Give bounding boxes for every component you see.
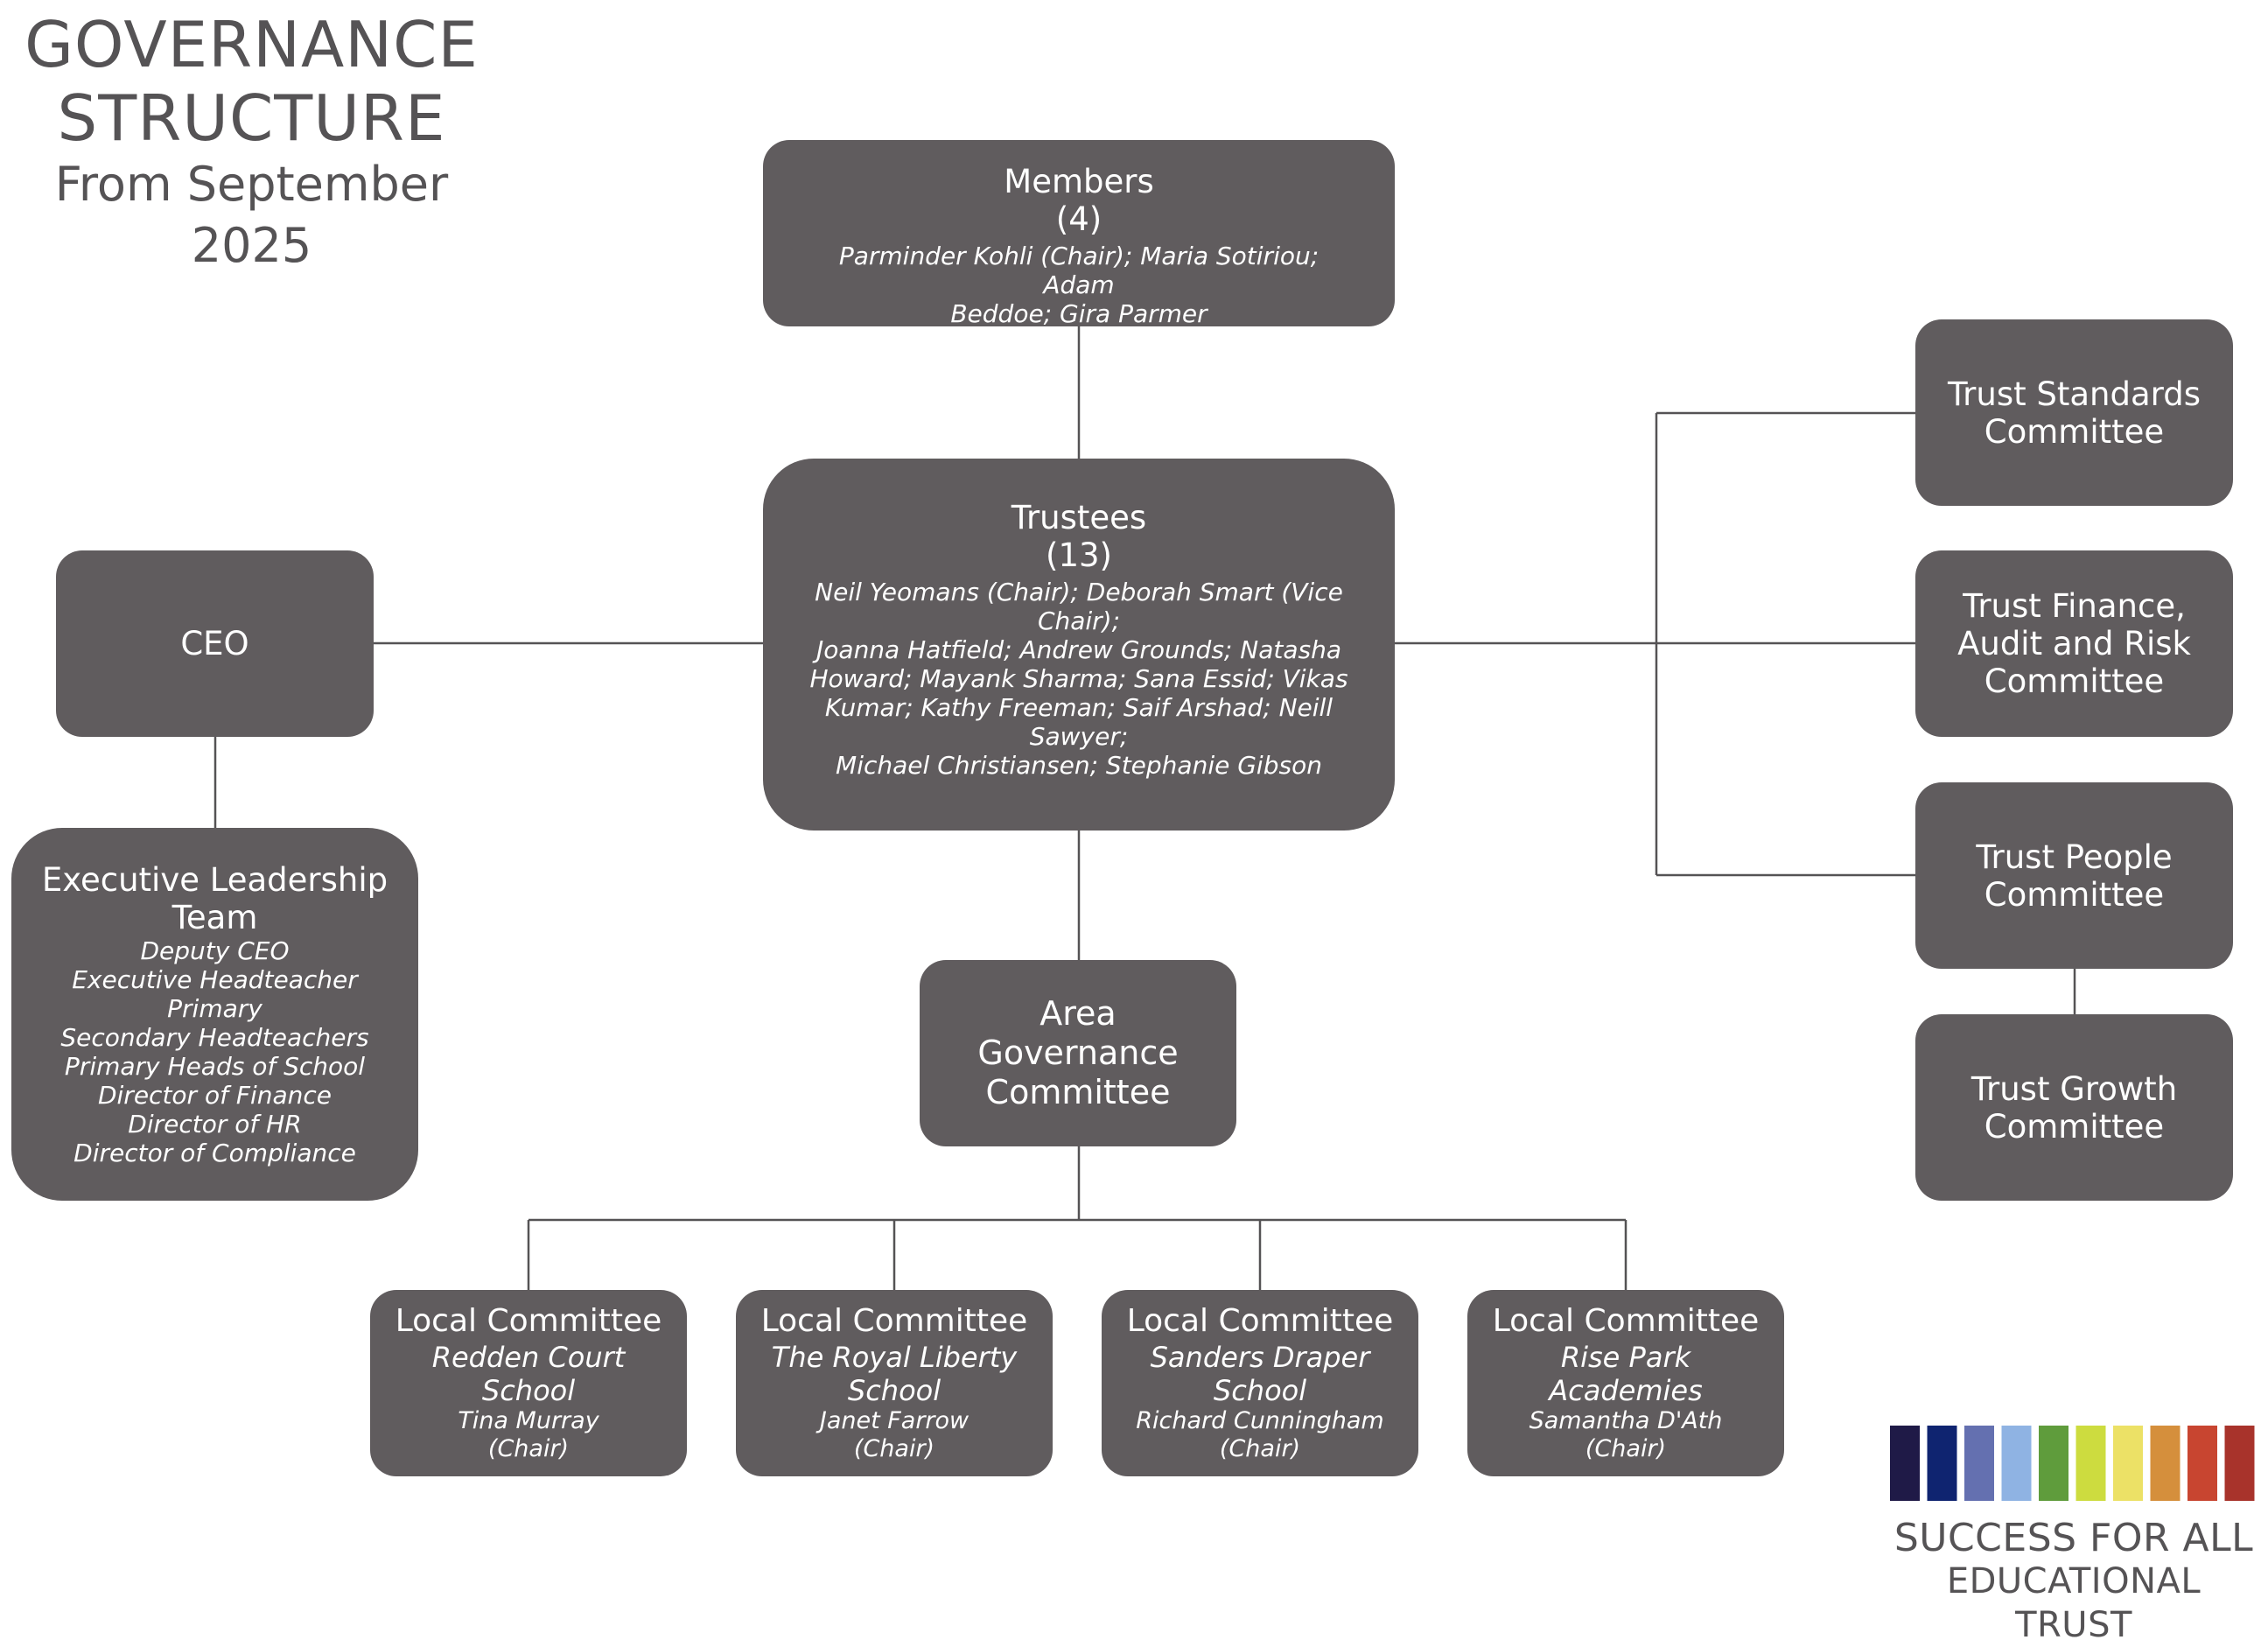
committee-line: Trust Standards [1948,375,2201,413]
logo-color-bar [1927,1426,1957,1501]
elt-role: Director of Compliance [74,1139,356,1167]
trustees-names-line: Joanna Hatfield; Andrew Grounds; Natasha [816,635,1341,664]
elt-title-line1: Executive Leadership [41,861,388,899]
trust-standards-committee-box: Trust Standards Committee [1915,319,2233,506]
trust-people-committee-box: Trust People Committee [1915,782,2233,969]
logo-color-bar [1890,1426,1920,1501]
local-committee-box: Local Committee Rise Park Academies Sama… [1467,1290,1784,1476]
agc-line1: Area [1040,994,1116,1033]
local-committee-box: Local Committee The Royal Liberty School… [736,1290,1053,1476]
agc-line3: Committee [985,1073,1171,1111]
committee-line: Committee [1984,1107,2165,1146]
elt-role: Director of HR [128,1110,302,1139]
trust-finance-audit-risk-committee-box: Trust Finance, Audit and Risk Committee [1915,550,2233,737]
logo-color-bar [2188,1426,2217,1501]
area-governance-committee-box: Area Governance Committee [920,960,1236,1146]
elt-title-line2: Team [172,899,258,936]
elt-role: Deputy CEO [140,936,290,965]
logo-color-bar [1964,1426,1994,1501]
ceo-box: CEO [56,550,374,737]
elt-role: Executive Headteacher [72,965,358,994]
committee-line: Committee [1984,412,2165,451]
trustees-names-line: Kumar; Kathy Freeman; Saif Arshad; Neill… [824,693,1334,751]
local-committee-school: School [1213,1374,1307,1407]
agc-line2: Governance [977,1034,1179,1072]
logo-text-line1: SUCCESS FOR ALL [1894,1516,2254,1560]
local-committee-title: Local Committee [1492,1303,1760,1339]
elt-role: Primary [167,994,262,1023]
logo-color-bar [2150,1426,2180,1501]
local-committee-title: Local Committee [760,1303,1028,1339]
ceo-title: CEO [180,625,249,662]
members-title: Members [1004,163,1154,200]
local-committee-chair-label: (Chair) [1585,1435,1667,1462]
trustees-names-line: Howard; Mayank Sharma; Sana Essid; Vikas [809,664,1348,693]
local-committee-school: Sanders Draper [1150,1341,1370,1374]
members-count: (4) [1055,200,1102,238]
local-committee-school: School [481,1374,576,1407]
page-title-line2: STRUCTURE [57,81,446,155]
trustees-box: Trustees (13) Neil Yeomans (Chair); Debo… [763,459,1395,831]
local-committee-chair-label: (Chair) [487,1435,570,1462]
trustees-names-line: Michael Christiansen; Stephanie Gibson [836,751,1322,780]
elt-role: Primary Heads of School [64,1052,366,1081]
local-committee-title: Local Committee [395,1303,662,1339]
local-committee-school: Redden Court [431,1341,626,1374]
logo-color-bar [2113,1426,2143,1501]
trust-logo-color-bars [1890,1426,2255,1501]
trustees-count: (13) [1046,536,1112,574]
trustees-names-line: Neil Yeomans (Chair); Deborah Smart (Vic… [815,578,1343,635]
trustees-title: Trustees [1011,499,1147,536]
members-names-line1: Parminder Kohli (Chair); Maria Sotiriou;… [838,242,1320,299]
local-committee-chair-name: Janet Farrow [819,1407,970,1434]
committee-line: Audit and Risk [1957,625,2191,662]
committee-line: Trust Finance, [1963,587,2186,625]
local-committee-chair-name: Tina Murray [458,1407,599,1434]
logo-color-bar [2001,1426,2032,1501]
local-committee-chair-name: Samantha D'Ath [1529,1407,1723,1434]
local-committee-title: Local Committee [1126,1303,1394,1339]
logo-text-line2: EDUCATIONAL TRUST [1946,1561,2202,1645]
logo-color-bar [2076,1426,2106,1501]
local-committee-school: The Royal Liberty [771,1341,1018,1374]
local-committee-box: Local Committee Redden Court School Tina… [370,1290,687,1476]
logo-color-bar [2224,1426,2255,1501]
members-box: Members (4) Parminder Kohli (Chair); Mar… [763,140,1395,328]
executive-leadership-box: Executive Leadership Team Deputy CEO Exe… [11,828,418,1201]
committee-line: Committee [1984,662,2165,700]
elt-role: Director of Finance [97,1081,332,1110]
page-subtitle: From September 2025 [54,157,449,273]
committee-line: Trust Growth [1970,1069,2178,1108]
committee-line: Committee [1984,875,2165,914]
connector-lines [214,326,2076,1290]
committee-line: Trust People [1976,838,2173,876]
local-committee-chair-label: (Chair) [1219,1435,1301,1462]
local-committee-school: Academies [1549,1374,1703,1407]
local-committee-box: Local Committee Sanders Draper School Ri… [1102,1290,1418,1476]
elt-role: Secondary Headteachers [60,1023,369,1052]
local-committee-school: Rise Park [1560,1341,1691,1374]
members-names-line2: Beddoe; Gira Parmer [950,299,1208,328]
local-committee-chair-label: (Chair) [853,1435,935,1462]
local-committee-school: School [847,1374,942,1407]
logo-color-bar [2039,1426,2068,1501]
trust-growth-committee-box: Trust Growth Committee [1915,1014,2233,1201]
page-title-line1: GOVERNANCE [24,8,479,81]
local-committee-chair-name: Richard Cunningham [1136,1407,1384,1434]
